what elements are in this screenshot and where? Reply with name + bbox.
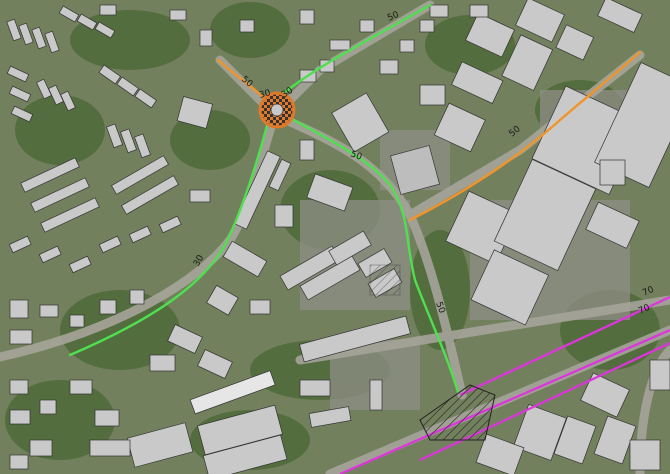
buildings	[6, 0, 670, 474]
speed-label-arterial-lower: 70	[637, 303, 652, 317]
speed-label-roundabout-w: 30	[258, 88, 272, 101]
speed-label-south: 50	[433, 301, 446, 315]
speed-label-north: 50	[386, 10, 401, 24]
speed-label-arterial-upper: 70	[641, 285, 656, 299]
roundabout[interactable]	[258, 91, 296, 129]
speed-label-center: 50	[349, 149, 363, 162]
hatched-parking-area	[369, 264, 401, 296]
speed-labels: 50 30 30 50 50 30 50 50 70 70	[192, 10, 656, 317]
residential-streets[interactable]	[68, 3, 460, 394]
intersection-hatch	[419, 384, 496, 441]
